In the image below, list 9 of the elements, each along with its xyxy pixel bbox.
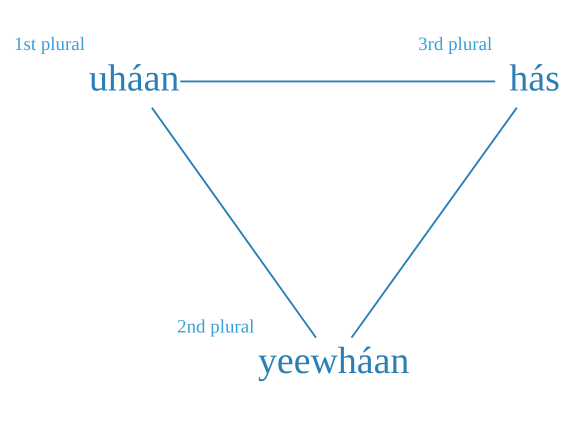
node-text: uháan [88,57,180,100]
node-text: hás [509,57,560,100]
node-label: 2nd plural [177,316,254,338]
connector [350,106,518,338]
connector [151,106,317,338]
node-label: 3rd plural [418,33,492,54]
connector [180,80,496,82]
node-label: 1st plural [14,33,85,54]
node-text: yeewháan [258,340,410,382]
